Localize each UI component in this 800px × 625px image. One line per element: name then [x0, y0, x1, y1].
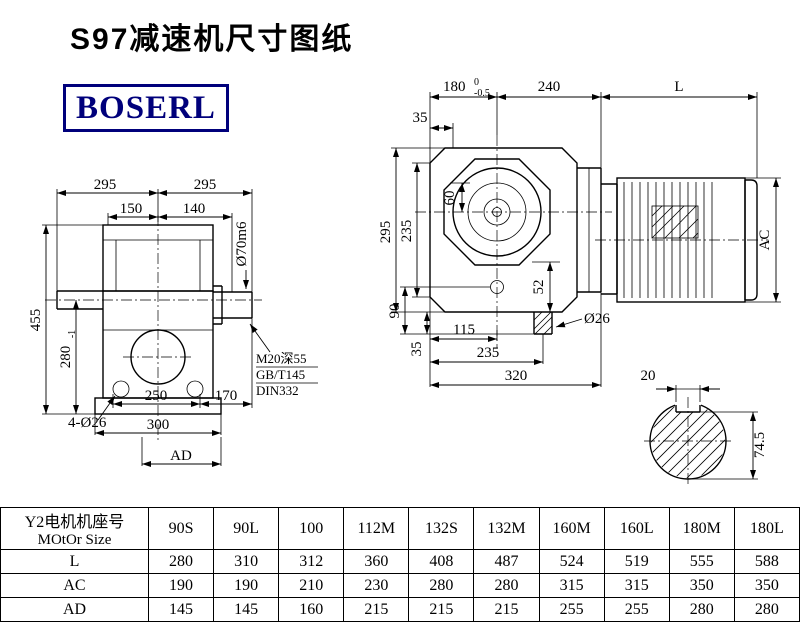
table-cell: 588 — [733, 549, 800, 574]
table-cell: 519 — [603, 549, 670, 574]
dim-label-90: 90 — [387, 304, 403, 319]
table-cell: 190 — [147, 573, 215, 598]
brand-logo-text: BOSERL — [76, 89, 216, 126]
table-cell: 255 — [603, 597, 670, 622]
table-cell: 315 — [603, 573, 670, 598]
table-cell: 350 — [668, 573, 735, 598]
dim-label-ad: AD — [170, 448, 192, 464]
col-header-100: 100 — [278, 507, 345, 550]
dim-label-35-top: 35 — [413, 110, 428, 126]
motor-size-header-cell: Y2电机机座号 MOtOr Size — [0, 507, 149, 550]
dim-label-shaft-dia: Ø70m6 — [234, 221, 250, 267]
dim-label-180: 180 — [443, 79, 466, 95]
table-cell: 524 — [538, 549, 605, 574]
table-cell: 145 — [213, 597, 280, 622]
table-cell: 312 — [278, 549, 345, 574]
dim-label-bolt-holes: 4-Ø26 — [68, 415, 107, 431]
col-header-90s: 90S — [147, 507, 215, 550]
table-cell: 487 — [473, 549, 540, 574]
note-standard-din: DIN332 — [256, 383, 299, 398]
dim-label-140: 140 — [183, 201, 206, 217]
col-header-90l: 90L — [213, 507, 280, 550]
col-header-132s: 132S — [408, 507, 475, 550]
table-header-row: Y2电机机座号 MOtOr Size 90S 90L 100 112M 132S… — [0, 507, 800, 550]
dim-label-60: 60 — [442, 191, 458, 206]
dim-label-280-tolerance: -1 — [67, 330, 78, 338]
table-cell: 280 — [473, 573, 540, 598]
dim-label-150: 150 — [120, 201, 143, 217]
table-cell: 210 — [278, 573, 345, 598]
note-thread-spec: M20深55 — [256, 351, 307, 366]
dim-label-35-bottom: 35 — [409, 342, 425, 357]
table-cell: 145 — [147, 597, 215, 622]
dim-label-170: 170 — [215, 388, 238, 404]
row-label-ac: AC — [0, 573, 149, 598]
dim-label-235-left: 235 — [399, 220, 415, 243]
col-header-160m: 160M — [538, 507, 605, 550]
table-cell: 190 — [213, 573, 280, 598]
table-cell: 310 — [213, 549, 280, 574]
table-cell: 230 — [343, 573, 410, 598]
dim-label-295-front: 295 — [378, 221, 394, 244]
dim-label-180-upper-tol: 0 — [474, 77, 479, 88]
table-cell: 280 — [733, 597, 800, 622]
table-cell: 350 — [733, 573, 800, 598]
dim-label-295-left: 295 — [94, 177, 117, 193]
table-cell: 315 — [538, 573, 605, 598]
col-header-132m: 132M — [473, 507, 540, 550]
table-cell: 160 — [278, 597, 345, 622]
motor-dimension-table: Y2电机机座号 MOtOr Size 90S 90L 100 112M 132S… — [0, 507, 800, 622]
dim-label-320: 320 — [505, 368, 528, 384]
note-standard-gb: GB/T145 — [256, 367, 305, 382]
motor-size-label-en: MOtOr Size — [37, 532, 112, 548]
table-cell: 408 — [408, 549, 475, 574]
dim-label-180-lower-tol: -0.5 — [474, 88, 490, 99]
dim-label-52: 52 — [531, 280, 547, 295]
col-header-180l: 180L — [733, 507, 800, 550]
table-row-ad: AD 145 145 160 215 215 215 255 255 280 2… — [0, 597, 800, 622]
motor: AC — [601, 177, 781, 303]
brand-logo: BOSERL — [63, 84, 229, 132]
front-view: 180 0 -0.5 240 L 35 60 295 235 90 35 — [378, 77, 768, 388]
dim-label-250: 250 — [145, 388, 168, 404]
left-side-view: 295 295 150 140 Ø70m6 455 280 -1 4-Ø26 — [28, 177, 318, 467]
table-cell: 280 — [408, 573, 475, 598]
table-cell: 215 — [473, 597, 540, 622]
dim-label-74-5: 74.5 — [752, 432, 768, 458]
dim-label-280: 280 — [58, 346, 74, 369]
col-header-112m: 112M — [343, 507, 410, 550]
table-cell: 360 — [343, 549, 410, 574]
technical-drawing: 295 295 150 140 Ø70m6 455 280 -1 4-Ø26 — [28, 77, 781, 485]
row-label-ad: AD — [0, 597, 149, 622]
dim-label-motor-length-l: L — [674, 79, 683, 95]
table-cell: 280 — [147, 549, 215, 574]
dim-label-300: 300 — [147, 417, 170, 433]
dim-label-115: 115 — [453, 322, 475, 338]
table-cell: 280 — [668, 597, 735, 622]
dim-label-20: 20 — [641, 368, 656, 384]
table-row-l: L 280 310 312 360 408 487 524 519 555 58… — [0, 549, 800, 574]
dim-label-295-right: 295 — [194, 177, 217, 193]
page-title: S97减速机尺寸图纸 — [70, 23, 354, 56]
col-header-160l: 160L — [603, 507, 670, 550]
dim-label-235-bottom: 235 — [477, 345, 500, 361]
dim-label-240: 240 — [538, 79, 561, 95]
row-label-l: L — [0, 549, 149, 574]
dim-label-26: Ø26 — [584, 311, 610, 327]
dim-label-455: 455 — [28, 309, 44, 332]
table-cell: 215 — [343, 597, 410, 622]
table-cell: 555 — [668, 549, 735, 574]
motor-size-label-cn: Y2电机机座号 — [24, 514, 125, 531]
col-header-180m: 180M — [668, 507, 735, 550]
table-cell: 255 — [538, 597, 605, 622]
dim-label-ac: AC — [757, 230, 773, 251]
table-cell: 215 — [408, 597, 475, 622]
shaft-cross-section: 20 74.5 — [641, 368, 768, 485]
table-row-ac: AC 190 190 210 230 280 280 315 315 350 3… — [0, 573, 800, 598]
